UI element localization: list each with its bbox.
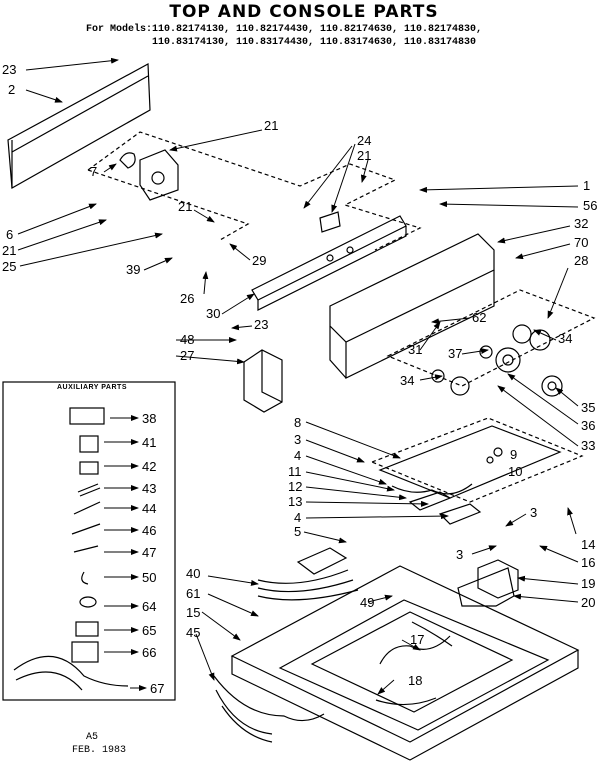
callout-21: 21	[357, 148, 372, 163]
callout-1: 1	[583, 178, 591, 193]
callout-9: 9	[510, 447, 518, 462]
console-back-panel	[7, 63, 151, 189]
callout-5: 5	[294, 524, 302, 539]
callout-19: 19	[581, 576, 596, 591]
models-line-2: 110.83174130, 110.83174430, 110.83174630…	[152, 37, 477, 48]
aux-part-icons	[13, 407, 129, 691]
callout-4: 4	[294, 510, 302, 525]
callout-49: 49	[360, 595, 375, 610]
auxiliary-parts-title: AUXILIARY PARTS	[57, 384, 127, 391]
callout-25: 25	[2, 259, 17, 274]
callout-43: 43	[142, 481, 157, 496]
callout-67: 67	[150, 681, 165, 696]
models-label: For Models:	[86, 24, 153, 35]
callout-31: 31	[408, 342, 423, 357]
callout-38: 38	[142, 411, 157, 426]
auxiliary-parts-box	[2, 381, 176, 701]
callout-46: 46	[142, 523, 157, 538]
console-panel	[329, 233, 495, 379]
callout-28: 28	[574, 253, 589, 268]
callout-29: 29	[252, 253, 267, 268]
callout-45: 45	[186, 625, 201, 640]
callout-44: 44	[142, 501, 157, 516]
callout-33: 33	[581, 438, 596, 453]
callout-14: 14	[581, 537, 596, 552]
callout-34: 34	[558, 331, 573, 346]
callout-35: 35	[581, 400, 596, 415]
callout-62: 62	[472, 310, 487, 325]
callout-15: 15	[186, 605, 201, 620]
footer-code: A5	[86, 732, 99, 743]
callout-18: 18	[408, 673, 423, 688]
callout-70: 70	[574, 235, 589, 250]
callout-3: 3	[530, 505, 538, 520]
diagram-title: TOP AND CONSOLE PARTS	[169, 2, 439, 22]
timer-assembly	[119, 149, 179, 201]
callout-21: 21	[2, 243, 17, 258]
callout-21: 21	[264, 118, 279, 133]
callout-47: 47	[142, 545, 157, 560]
callout-39: 39	[126, 262, 141, 277]
console-brace-bar	[251, 215, 407, 311]
callout-65: 65	[142, 623, 157, 638]
callout-10: 10	[508, 464, 523, 479]
callout-20: 20	[581, 595, 596, 610]
callout-37: 37	[448, 346, 463, 361]
callout-61: 61	[186, 586, 201, 601]
callout-23: 23	[254, 317, 269, 332]
callout-27: 27	[180, 348, 195, 363]
callout-12: 12	[288, 479, 303, 494]
callout-24: 24	[357, 133, 372, 148]
callout-3: 3	[456, 547, 464, 562]
callout-30: 30	[206, 306, 221, 321]
callout-48: 48	[180, 332, 195, 347]
callout-21: 21	[178, 199, 193, 214]
callout-41: 41	[142, 435, 157, 450]
callout-8: 8	[294, 415, 302, 430]
callout-34: 34	[400, 373, 415, 388]
callout-32: 32	[574, 216, 589, 231]
models-line-1: 110.82174130, 110.82174430, 110.82174630…	[152, 24, 483, 35]
callout-13: 13	[288, 494, 303, 509]
callout-42: 42	[142, 459, 157, 474]
callout-7: 7	[90, 164, 98, 179]
callout-40: 40	[186, 566, 201, 581]
callout-23: 23	[2, 62, 17, 77]
callout-4: 4	[294, 448, 302, 463]
callout-26: 26	[180, 291, 195, 306]
callout-3: 3	[294, 432, 302, 447]
lid-switch-plate	[378, 425, 562, 499]
callout-11: 11	[288, 464, 302, 479]
callout-17: 17	[410, 632, 425, 647]
washer-top-panel	[230, 565, 580, 761]
callout-16: 16	[581, 555, 596, 570]
callout-56: 56	[583, 198, 598, 213]
callout-50: 50	[142, 570, 157, 585]
callout-6: 6	[6, 227, 14, 242]
callout-64: 64	[142, 599, 157, 614]
footer-date: FEB. 1983	[72, 745, 127, 756]
callout-66: 66	[142, 645, 157, 660]
callout-2: 2	[8, 82, 16, 97]
callout-36: 36	[581, 418, 596, 433]
